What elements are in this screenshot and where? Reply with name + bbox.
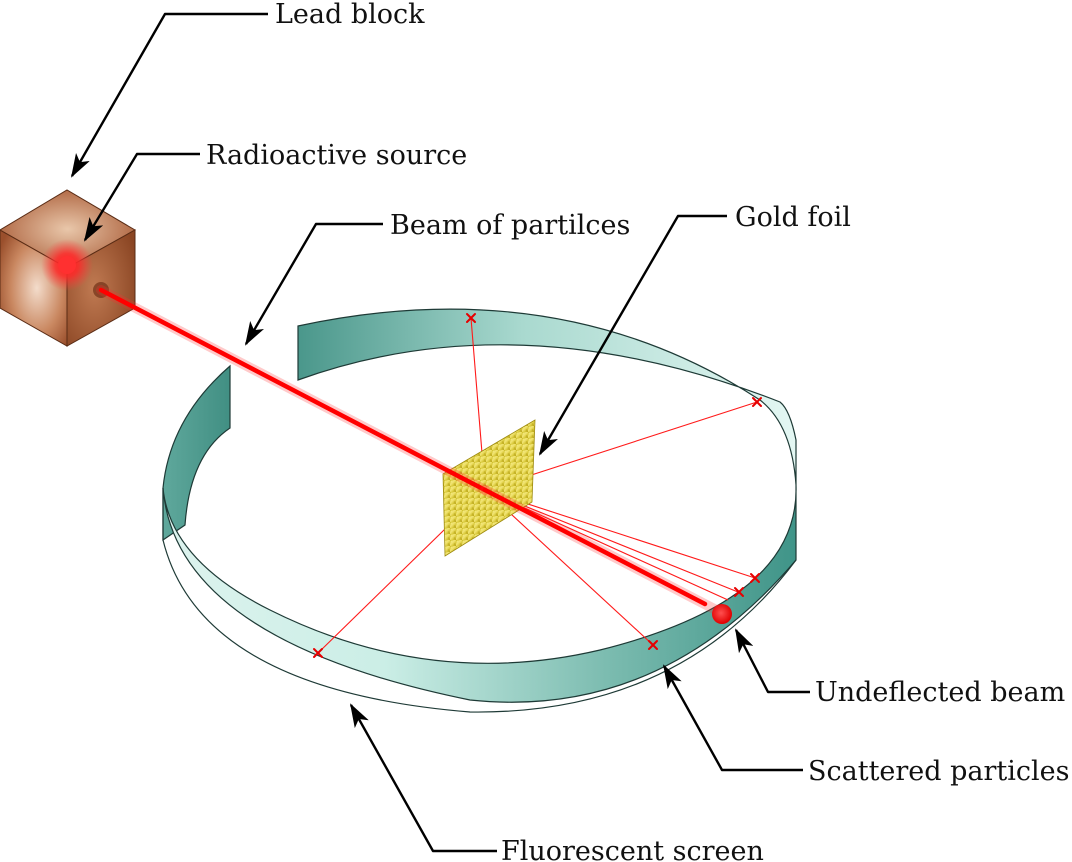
scatter-marks	[313, 313, 762, 658]
arrow-icon	[734, 628, 810, 694]
label-beam-of-particles: Beam of partilces	[390, 210, 630, 241]
arrow-icon	[538, 214, 727, 456]
label-scattered-particles: Scattered particles	[808, 756, 1070, 787]
x-mark-icon	[734, 587, 744, 597]
arrow-icon	[70, 12, 268, 178]
arrow-icon	[83, 152, 200, 242]
screen-front-band	[162, 484, 797, 703]
arrow-icon	[349, 703, 497, 853]
label-lead-block: Lead block	[275, 0, 425, 30]
label-undeflected-beam: Undeflected beam	[815, 677, 1065, 708]
arrow-icon	[662, 664, 803, 772]
undeflected-beam-spot	[712, 604, 732, 624]
label-fluorescent-screen: Fluorescent screen	[501, 836, 764, 862]
x-mark-icon	[750, 573, 760, 583]
gold-foil	[442, 419, 536, 557]
label-gold-foil: Gold foil	[735, 202, 851, 233]
labels: Lead block Radioactive source Beam of pa…	[206, 0, 1070, 862]
lead-block	[0, 189, 137, 347]
label-radioactive-source: Radioactive source	[206, 140, 467, 171]
x-mark-icon	[313, 648, 323, 658]
screen-back-band	[297, 308, 797, 486]
x-mark-icon	[752, 397, 762, 407]
screen-left-band	[162, 364, 231, 542]
fluorescent-screen	[162, 308, 797, 713]
particle-beam	[96, 285, 732, 624]
x-mark-icon	[466, 313, 476, 323]
x-mark-icon	[648, 640, 658, 650]
arrow-icon	[244, 222, 383, 346]
leader-lines	[70, 12, 810, 853]
